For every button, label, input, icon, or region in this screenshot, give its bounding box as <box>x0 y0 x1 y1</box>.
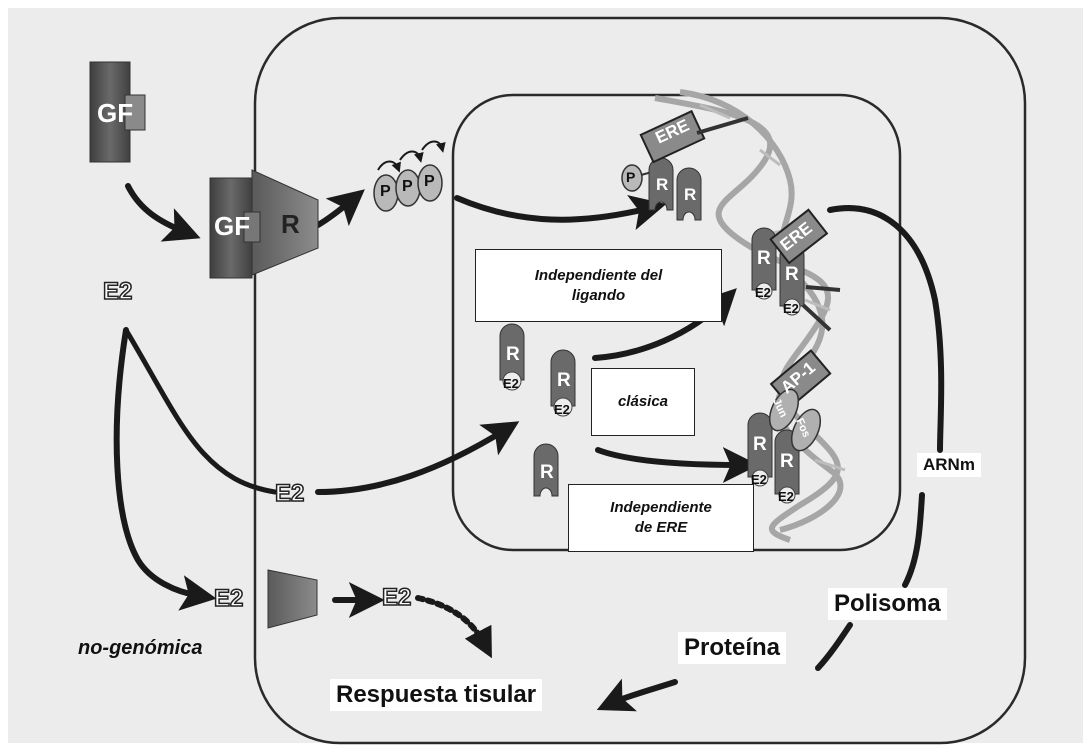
box-ligand-independent: Independiente del ligando <box>475 249 722 322</box>
r-label-9: R <box>780 451 794 472</box>
p-label-2: P <box>402 178 413 195</box>
arrow-e2-into-nucleus <box>315 421 520 495</box>
e2-label-cytoplasm: E2 <box>274 479 305 508</box>
phosphate-group-nucleus <box>621 164 643 192</box>
receptor-label: R <box>281 209 300 239</box>
arrow-gf-to-receptor <box>125 183 201 242</box>
arrow-receptor-to-p <box>315 189 365 228</box>
box-classic-label: clásica <box>617 393 669 410</box>
r-label-1: R <box>656 175 669 194</box>
gf-ligand <box>89 61 146 163</box>
membrane-estrogen-receptor <box>267 569 318 629</box>
e2-small-2: E2 <box>554 402 570 417</box>
p-label-nucleus: P <box>626 169 636 185</box>
arrow-p-to-nucleus <box>454 195 667 231</box>
r-label-7: R <box>785 264 799 285</box>
r-label-2: R <box>684 185 697 204</box>
gf-bound-label: GF <box>214 211 251 241</box>
arrow-protein-to-response <box>596 678 678 712</box>
arrow-to-tissue-response <box>415 595 492 659</box>
p-label-1: P <box>380 183 391 200</box>
box-ere-independent: Independiente de ERE <box>568 484 754 552</box>
line-e2-membrane-branch <box>123 327 278 495</box>
polysome-label: Polisoma <box>828 588 947 620</box>
box-classic: clásica <box>591 368 695 436</box>
p-label-3: P <box>424 173 435 190</box>
e2-small-5: E2 <box>751 472 767 487</box>
e2-label-membrane: E2 <box>381 583 412 612</box>
arrow-e2-non-genomic <box>113 327 217 611</box>
tissue-response-label: Respuesta tisular <box>330 679 543 711</box>
e2-small-3: E2 <box>755 285 771 300</box>
line-ere-to-mrna <box>827 205 945 453</box>
phosphorylation-arrows <box>377 140 446 173</box>
e2-label-non-genomic: E2 <box>213 584 244 613</box>
jun-fos <box>768 388 822 452</box>
non-genomic-label: no-genómica <box>78 637 203 659</box>
protein-label: Proteína <box>678 632 787 664</box>
r-label-8: R <box>753 434 767 455</box>
gf-receptor-complex <box>209 169 319 279</box>
r-label-4: R <box>557 370 571 391</box>
e2-small-6: E2 <box>778 489 794 504</box>
arrow-ere-independent <box>595 446 759 483</box>
line-mrna-to-polysome <box>902 492 925 588</box>
dna-helix <box>654 89 844 543</box>
e2-label-free: E2 <box>102 277 133 306</box>
e2-small-1: E2 <box>503 376 519 391</box>
gf-label: GF <box>97 98 134 128</box>
ere-boxes <box>639 109 841 332</box>
box-ligand-independent-line2: ligando <box>571 286 626 304</box>
box-ligand-independent-line1: Independiente del <box>534 266 663 284</box>
box-ere-independent-line1: Independiente <box>610 499 712 516</box>
line-polysome-to-protein <box>815 622 853 671</box>
phosphate-group-cytoplasm <box>373 164 443 212</box>
r-label-5: R <box>540 462 554 483</box>
r-label-3: R <box>506 344 520 365</box>
mrna-label: ARNm <box>917 453 981 477</box>
cell-membrane <box>253 16 1027 745</box>
e2-pockets <box>502 282 801 504</box>
box-ere-independent-line2: de ERE <box>634 519 688 536</box>
e2-small-4: E2 <box>783 301 799 316</box>
receptors <box>499 157 805 497</box>
figure-background <box>8 8 1083 743</box>
r-label-6: R <box>757 248 771 269</box>
